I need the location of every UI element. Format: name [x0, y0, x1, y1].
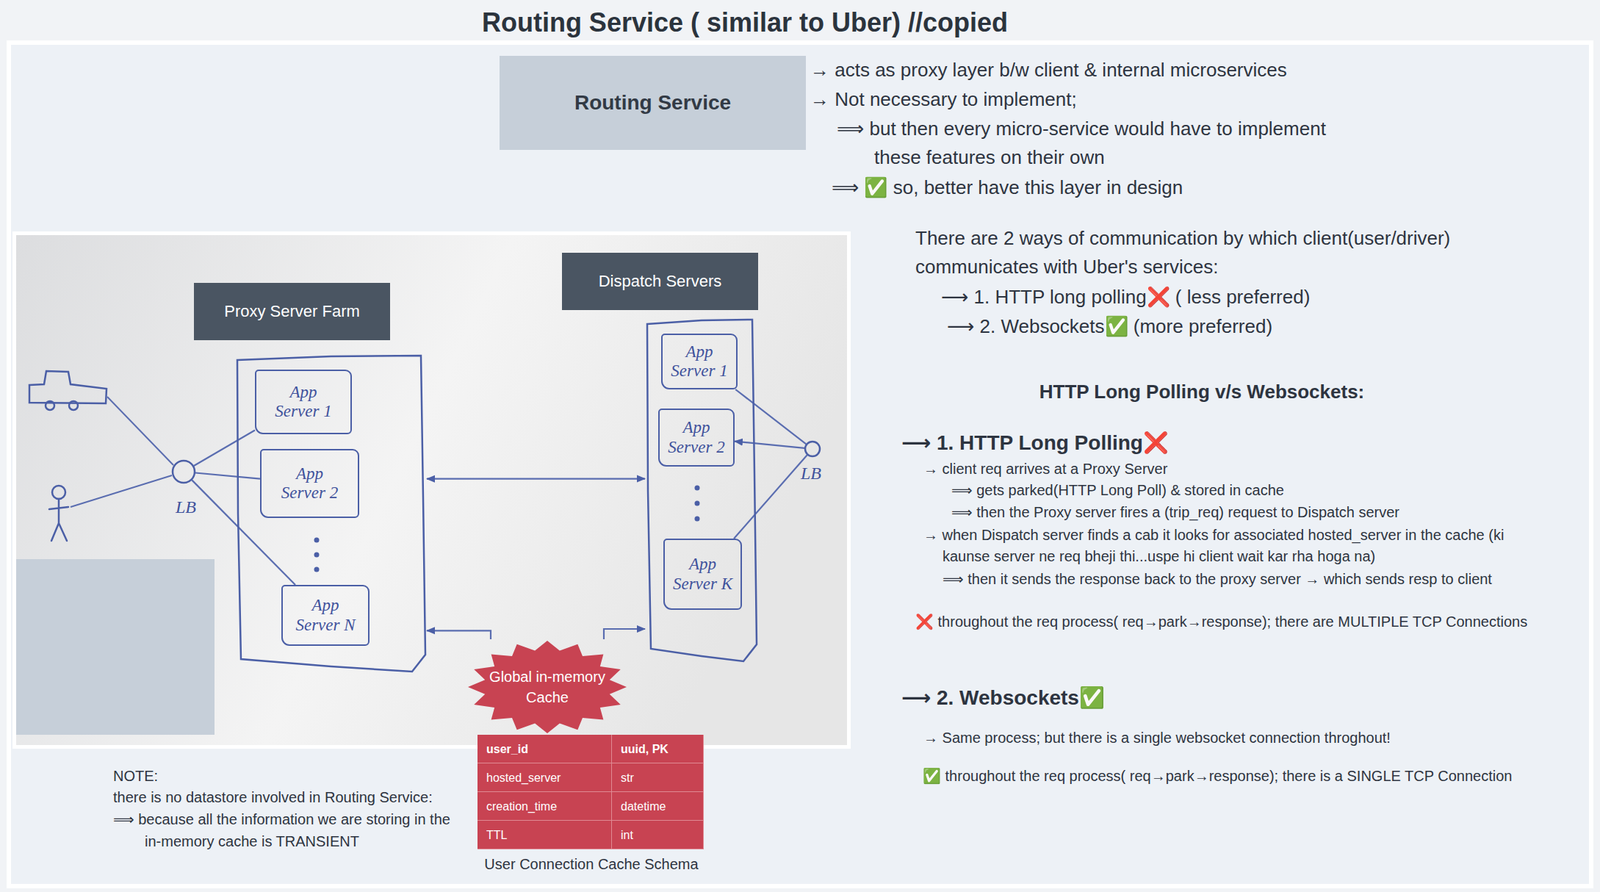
- starburst: [466, 639, 629, 735]
- table-caption: User Connection Cache Schema: [444, 854, 739, 874]
- lb-circle-shape: [172, 460, 195, 483]
- note-text: NOTE:: [113, 764, 158, 787]
- client-wire: [70, 475, 172, 507]
- note-bullet: → acts as proxy layer b/w client & inter…: [810, 55, 1288, 85]
- bullet-text: ⟹ gets parked(HTTP Long Poll) & stored i…: [951, 479, 1285, 502]
- farm-outline-path: [647, 319, 757, 662]
- section-heading: HTTP Long Polling v/s Websockets:: [871, 377, 1533, 407]
- dot: [694, 501, 701, 507]
- bullet-text: ✅ throughout the req process( req→park→r…: [922, 765, 1588, 787]
- server-farm: Proxy Server FarmApp Server 1App Server …: [235, 354, 427, 674]
- lb-label: LB: [800, 463, 822, 484]
- connector: [734, 441, 805, 449]
- app-server-box: App Server 1: [661, 333, 738, 390]
- panel: [8, 42, 1592, 886]
- note-bullet: → Not necessary to implement;: [810, 85, 1077, 114]
- note-bullet: ⟹ ✅ so, better have this layer in design: [831, 173, 1183, 203]
- node-label: Global in-memory Cache: [488, 666, 607, 708]
- app-server-box: App Server 2: [658, 408, 735, 467]
- note-text: ⟹ because all the information we are sto…: [113, 808, 459, 853]
- app-server-box: App Server K: [663, 538, 742, 610]
- node-label: App Server N: [290, 595, 361, 635]
- node-label: App Server 1: [667, 342, 732, 382]
- table-cell: hosted_server: [477, 763, 612, 792]
- node-label: App Server 2: [664, 417, 729, 457]
- app-server-box: App Server 1: [254, 369, 352, 435]
- dot: [694, 516, 701, 522]
- whiteboard-photo: [16, 235, 848, 745]
- connector: [603, 628, 645, 640]
- table-cell: uuid, PK: [611, 734, 704, 764]
- bullet-text: → Same process; but there is a single we…: [923, 727, 1585, 749]
- app-server-box: App Server N: [281, 584, 370, 646]
- node-label: Routing Service: [574, 91, 731, 115]
- client-wire: [107, 396, 174, 466]
- node-label: App Server K: [669, 554, 737, 594]
- group-heading: Proxy Server Farm: [193, 282, 391, 341]
- connector: [426, 477, 645, 479]
- group-heading: Dispatch Servers: [561, 252, 759, 311]
- table-cell: creation_time: [477, 791, 612, 821]
- starburst-shape: [467, 640, 627, 734]
- table-cell: datetime: [611, 791, 704, 821]
- table-cell: str: [611, 763, 704, 792]
- table-cell: user_id: [477, 734, 612, 764]
- service-box: Routing Service: [499, 55, 806, 150]
- connector: [195, 472, 261, 479]
- lb-circle: [171, 459, 197, 485]
- bullet-text: ⟹ then it sends the response back to the…: [942, 568, 1582, 590]
- connector: [191, 479, 296, 585]
- connector: [733, 454, 808, 539]
- person-icon: [49, 485, 69, 541]
- subsection-heading: ⟶ 1. HTTP Long Polling❌: [901, 427, 1169, 459]
- car-wheel: [69, 401, 78, 410]
- option-item: ⟶ 1. HTTP long polling❌ ( less preferred…: [941, 282, 1310, 312]
- lb-circle-shape: [805, 441, 820, 457]
- table-cell: TTL: [477, 820, 612, 850]
- bullet-text: → when Dispatch server finds a cab it lo…: [923, 524, 1530, 568]
- note-text: there is no datastore involved in Routin…: [113, 786, 433, 809]
- dot: [314, 537, 320, 543]
- person-body: [49, 498, 69, 541]
- load-balancer: LB: [803, 440, 822, 458]
- dot: [314, 567, 320, 573]
- page-title: Routing Service ( similar to Uber) //cop…: [0, 5, 1490, 40]
- blank-patch: [16, 559, 215, 735]
- person-head: [52, 485, 66, 499]
- table-cell: int: [611, 820, 704, 850]
- lb-label: LB: [175, 497, 197, 518]
- dispatch-farm: Dispatch ServersApp Server 1App Server 2…: [644, 318, 759, 664]
- connector: [735, 389, 806, 444]
- farm-outline-path: [237, 355, 426, 672]
- connector: [193, 429, 255, 466]
- bullet-text: ❌ throughout the req process( req→park→r…: [915, 611, 1588, 633]
- note-bullet: ⟹ but then every micro-service would hav…: [836, 114, 1355, 172]
- bullet-text: → client req arrives at a Proxy Server: [923, 458, 1168, 480]
- car-wheel: [45, 401, 55, 410]
- ellipsis-dots: [314, 485, 701, 573]
- lb-circle: [803, 440, 822, 458]
- app-server-box: App Server 2: [260, 448, 360, 518]
- photo-frame: [12, 231, 851, 749]
- dot: [694, 485, 701, 491]
- load-balancer: LB: [171, 459, 197, 485]
- dot: [314, 552, 320, 558]
- bullet-text: ⟹ then the Proxy server fires a (trip_re…: [951, 501, 1400, 524]
- option-item: ⟶ 2. Websockets✅ (more preferred): [946, 312, 1273, 341]
- subsection-heading: ⟶ 2. Websockets✅: [901, 682, 1105, 714]
- cache-starburst: Global in-memory Cache: [466, 639, 629, 735]
- client-wires: [70, 396, 174, 507]
- node-label: App Server 2: [274, 464, 346, 504]
- car-icon: [29, 370, 107, 410]
- intro-text: There are 2 ways of communication by whi…: [915, 224, 1540, 282]
- car-body: [29, 370, 107, 404]
- connector: [426, 630, 491, 640]
- node-label: App Server 1: [268, 382, 339, 422]
